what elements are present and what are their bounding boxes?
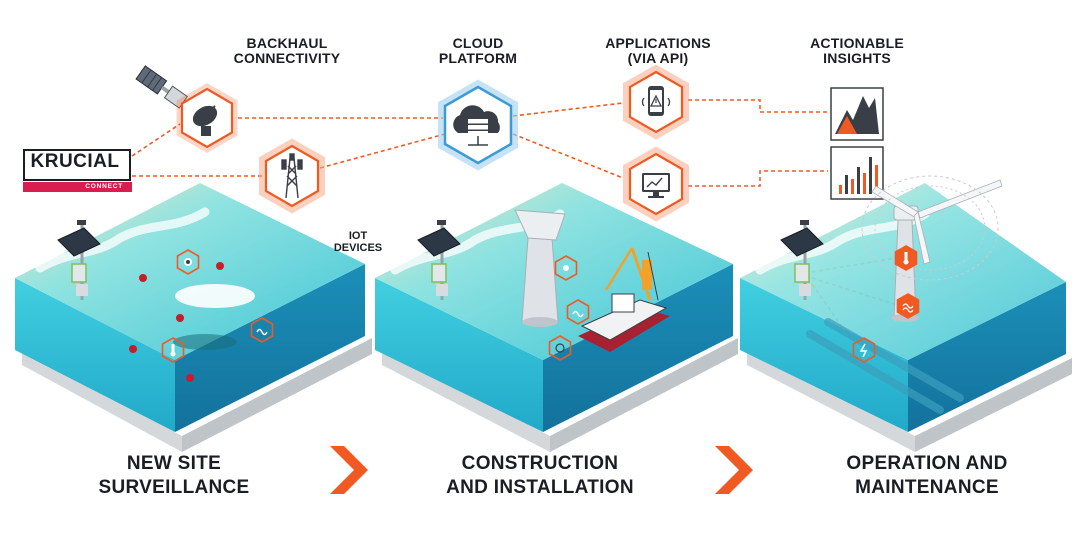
satellite-dish-icon [192,105,218,136]
monitor-chart-icon [642,173,670,198]
stage-2-block [375,183,738,452]
label-line: CONNECTIVITY [233,50,341,67]
chevron-right-icon [330,446,368,494]
cloud-shadow [173,334,237,350]
line-cloud-app-monitor [512,133,624,179]
wave-foam [35,207,210,273]
label-line: DEVICES [333,242,383,255]
app-phone-hex [623,64,689,140]
label-line: ACTIONABLE [810,35,904,51]
label-iot-devices: IOT DEVICES [318,230,398,254]
iot-hex-cable [852,337,876,363]
crane-vessel [578,247,670,352]
label-backhaul: BACKHAUL CONNECTIVITY [202,35,372,67]
wind-turbine [861,175,1003,322]
iot-hex-wave [566,299,590,325]
stage-line: OPERATION AND [846,453,1008,474]
solar-weather-station [417,220,461,300]
label-line: BACKHAUL [246,35,328,51]
cloud-platform-hex [438,79,518,171]
tower-hex [259,138,325,214]
stage-line: MAINTENANCE [855,477,999,499]
logo-box [23,149,131,181]
chevron-right-icon [715,446,753,494]
label-cloud: CLOUD PLATFORM [393,35,563,67]
label-line: CLOUD [452,35,504,51]
monopile-foundation [514,209,566,327]
stage-1-block [15,183,372,452]
label-line: PLATFORM [438,50,518,67]
satellite-illustration [135,65,188,109]
label-line: APPLICATIONS [605,35,711,51]
buoy-markers [129,262,224,382]
stage-3-block [740,175,1072,452]
label-line: INSIGHTS [823,50,891,67]
solar-weather-station [57,220,101,300]
cloud-shape [175,284,255,308]
stage-line: AND INSTALLATION [446,477,634,499]
logo-bar [23,182,132,192]
iot-hex-wave [250,317,274,343]
line-tower-cloud [319,133,446,169]
line-app-insight-top [688,99,828,113]
stage-line: SURVEILLANCE [98,477,250,499]
insight-mountain-chart [830,87,884,141]
solar-weather-station [780,220,824,300]
satellite-hex [176,83,238,153]
cloud-server-icon [453,105,500,146]
subsea-cables [806,318,964,414]
stage-1-label: NEW SITE SURVEILLANCE [34,452,314,501]
app-monitor-hex [623,146,689,222]
label-line: IOT [348,230,368,242]
krucial-logo: KRUCIAL CONNECT [23,149,132,193]
iot-hex-gauge [176,249,200,275]
iot-hex-thermometer [894,245,918,271]
label-applications: APPLICATIONS (VIA API) [573,35,743,67]
iot-hex-sensor [548,335,572,361]
stage-3-label: OPERATION AND MAINTENANCE [787,452,1067,501]
stage-line: CONSTRUCTION [461,453,619,474]
label-line: (VIA API) [627,50,689,67]
cell-tower-icon [281,153,303,199]
logo-name: KRUCIAL [30,151,120,172]
iot-hex-thermometer [161,337,185,363]
iot-hex-gauge [554,255,578,281]
phone-alert-icon [641,86,671,116]
line-logo-satellite [131,123,181,157]
line-cloud-app-phone [512,102,624,117]
iot-hex-wave [896,293,920,319]
stage-line: NEW SITE [126,453,222,474]
stage-2-label: CONSTRUCTION AND INSTALLATION [400,452,680,501]
line-app-insight-bottom [688,170,828,187]
logo-subtitle: CONNECT [85,183,123,190]
label-insights: ACTIONABLE INSIGHTS [772,35,942,67]
